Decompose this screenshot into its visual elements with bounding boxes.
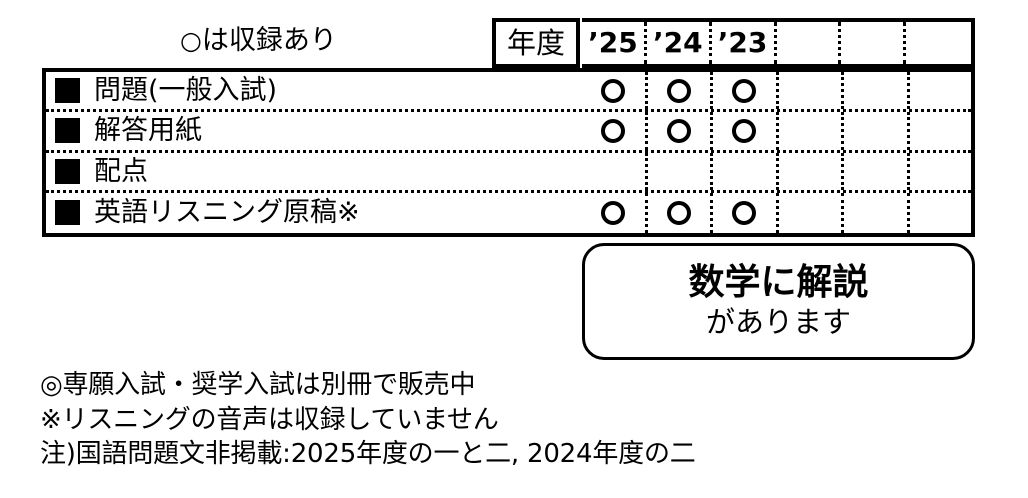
year-header-label: 年度 <box>492 18 580 68</box>
filled-square-icon <box>55 118 80 144</box>
footnote-item: 注)国語問題文非掲載:2025年度の一と二, 2024年度の二 <box>40 439 696 470</box>
mark-cell <box>713 152 779 190</box>
circle-mark-icon <box>732 78 757 103</box>
year-column-header: ’24 <box>647 22 712 64</box>
year-columns-header: ’25 ’24 ’23 <box>582 18 975 68</box>
mark-cell <box>648 192 713 233</box>
mark-cell <box>779 72 844 110</box>
row-mark-cells <box>582 72 976 110</box>
mark-cell <box>713 192 779 233</box>
mark-cell <box>844 192 910 233</box>
callout-line-2: があります <box>705 305 851 340</box>
mark-cell <box>713 72 779 110</box>
row-label-cell: 解答用紙 <box>46 112 582 149</box>
mark-cell <box>910 72 976 109</box>
mark-cell <box>582 152 648 190</box>
mark-cell <box>648 112 713 150</box>
year-column-header: ’23 <box>712 22 777 64</box>
mark-cell <box>779 112 844 150</box>
table-row: 問題(一般入試) <box>46 72 971 113</box>
year-column-header <box>841 22 907 64</box>
filled-square-icon <box>55 200 80 226</box>
row-label-text: 英語リスニング原稿※ <box>94 197 360 229</box>
filled-square-icon <box>55 78 80 104</box>
table-row: 解答用紙 <box>46 112 971 153</box>
mark-cell <box>582 192 648 233</box>
footnote-item: ◎専願入試・奨学入試は別冊で販売中 <box>40 370 476 400</box>
table-row: 英語リスニング原稿※ <box>46 192 971 233</box>
math-solution-callout: 数学に解説 があります <box>582 243 975 360</box>
legend-caption-text: は収録あり <box>201 25 337 56</box>
row-label-cell: 問題(一般入試) <box>46 72 582 109</box>
footnote-item: ※リスニングの音声は収録していません <box>40 404 499 435</box>
legend-caption: ○は収録あり <box>180 27 337 54</box>
mark-cell <box>648 152 713 190</box>
mark-cell <box>844 112 910 150</box>
mark-cell <box>844 152 910 190</box>
row-label-cell: 英語リスニング原稿※ <box>46 193 582 233</box>
row-mark-cells <box>582 112 976 150</box>
mark-cell <box>582 112 648 150</box>
callout-line-1: 数学に解説 <box>688 261 869 303</box>
mark-cell <box>910 193 976 233</box>
circle-mark-icon <box>666 118 691 143</box>
row-mark-cells <box>582 192 976 233</box>
year-column-header <box>777 22 842 64</box>
row-mark-cells <box>582 152 976 190</box>
footnotes: ◎専願入試・奨学入試は別冊で販売中 ※リスニングの音声は収録していません 注)国… <box>40 368 840 472</box>
mark-cell <box>648 72 713 110</box>
circle-mark-icon <box>601 78 626 103</box>
mark-cell <box>713 112 779 150</box>
circle-mark-icon <box>732 118 757 143</box>
circle-mark-icon <box>601 118 626 143</box>
row-label-text: 問題(一般入試) <box>94 75 278 107</box>
year-column-header: ’25 <box>582 22 647 64</box>
mark-cell <box>910 153 976 190</box>
circle-mark-icon <box>666 200 691 225</box>
circle-legend-icon: ○ <box>180 26 202 55</box>
contents-table: 問題(一般入試) 解答用紙 配点 <box>42 68 975 237</box>
mark-cell <box>779 152 844 190</box>
filled-square-icon <box>55 158 80 184</box>
year-column-header <box>906 22 971 64</box>
mark-cell <box>779 192 844 233</box>
mark-cell <box>582 72 648 110</box>
row-label-cell: 配点 <box>46 153 582 190</box>
mark-cell <box>844 72 910 110</box>
row-label-text: 配点 <box>94 155 148 187</box>
mark-cell <box>910 112 976 149</box>
circle-mark-icon <box>601 200 626 225</box>
row-label-text: 解答用紙 <box>94 115 202 147</box>
circle-mark-icon <box>666 78 691 103</box>
table-row: 配点 <box>46 152 971 193</box>
circle-mark-icon <box>732 200 757 225</box>
